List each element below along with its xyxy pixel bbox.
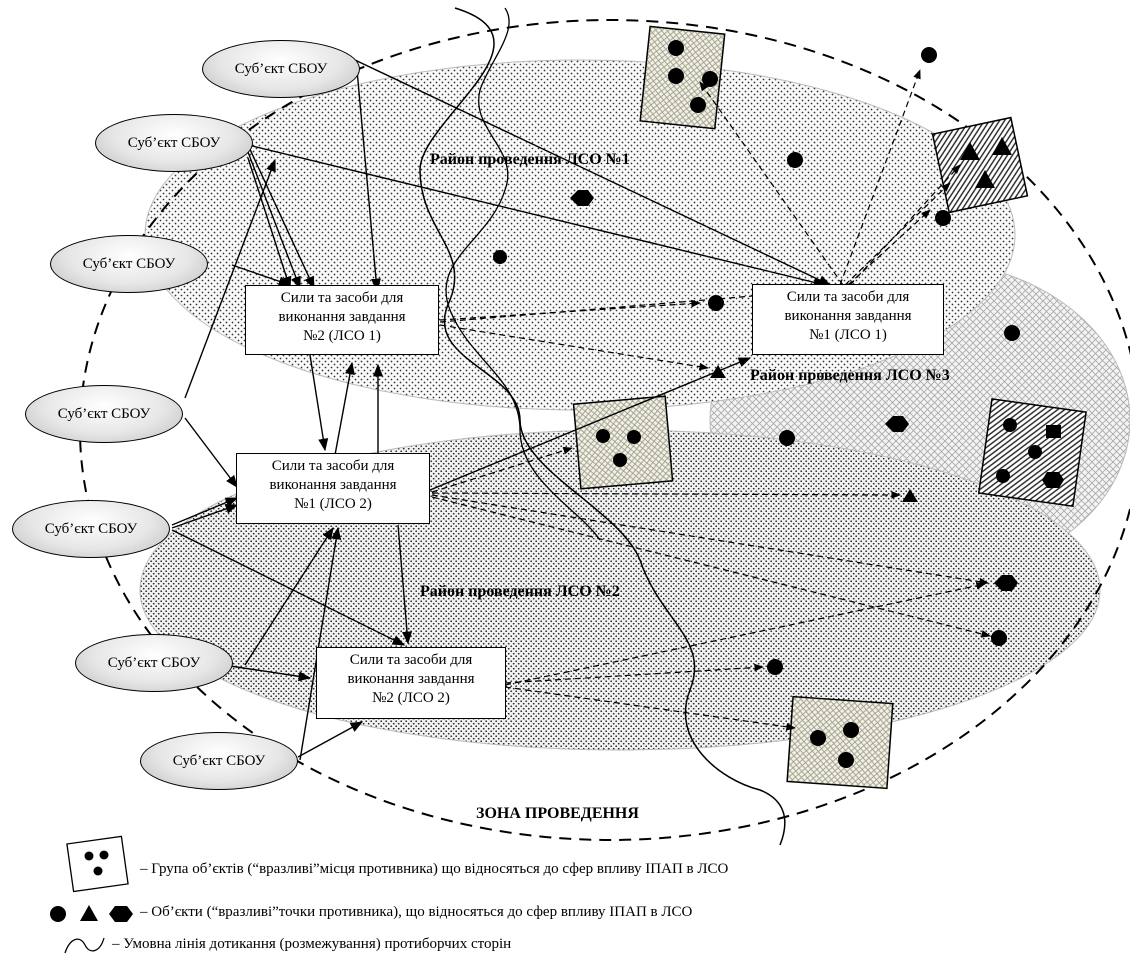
subject-label: Суб’єкт СБОУ — [235, 61, 328, 78]
task-line: виконання завдання — [241, 476, 425, 495]
subject-sbou-5: Суб’єкт СБОУ — [12, 500, 170, 558]
task-line: виконання завдання — [321, 670, 501, 689]
task-line: №1 (ЛСО 2) — [241, 495, 425, 514]
zone-label: ЗОНА ПРОВЕДЕННЯ — [476, 805, 639, 823]
subject-label: Суб’єкт СБОУ — [108, 655, 201, 672]
subject-label: Суб’єкт СБОУ — [173, 753, 266, 770]
task-box-1-lso1: Сили та засоби для виконання завдання №1… — [752, 284, 944, 355]
task-line: №2 (ЛСО 2) — [321, 689, 501, 708]
subject-label: Суб’єкт СБОУ — [83, 256, 176, 273]
subject-sbou-4: Суб’єкт СБОУ — [25, 385, 183, 443]
subject-sbou-6: Суб’єкт СБОУ — [75, 634, 233, 692]
task-box-1-lso2: Сили та засоби для виконання завдання №1… — [236, 453, 430, 524]
task-line: Сили та засоби для — [250, 289, 434, 308]
task-line: №2 (ЛСО 1) — [250, 327, 434, 346]
legend-objects-text: – Об’єкти (“вразливі”точки противника), … — [140, 904, 692, 921]
task-line: №1 (ЛСО 1) — [757, 326, 939, 345]
subject-label: Суб’єкт СБОУ — [58, 406, 151, 423]
region-2-label: Район проведення ЛСО №2 — [420, 583, 620, 601]
subject-sbou-1: Суб’єкт СБОУ — [202, 40, 360, 98]
task-line: Сили та засоби для — [757, 288, 939, 307]
object-group-1 — [640, 26, 725, 128]
task-line: Сили та засоби для — [321, 651, 501, 670]
legend-objects-icon — [50, 905, 133, 922]
object-group-5 — [787, 697, 893, 789]
task-line: виконання завдання — [757, 307, 939, 326]
region-3-label: Район проведення ЛСО №3 — [750, 367, 950, 385]
subject-label: Суб’єкт СБОУ — [45, 521, 138, 538]
task-line: виконання завдання — [250, 308, 434, 327]
task-line: Сили та засоби для — [241, 457, 425, 476]
subject-sbou-3: Суб’єкт СБОУ — [50, 235, 208, 293]
object-group-3 — [979, 399, 1086, 506]
legend-line-icon — [65, 938, 104, 953]
legend-line-text: – Умовна лінія дотикання (розмежування) … — [112, 936, 511, 953]
subject-sbou-7: Суб’єкт СБОУ — [140, 732, 298, 790]
region-1-label: Район проведення ЛСО №1 — [430, 151, 630, 169]
subject-sbou-2: Суб’єкт СБОУ — [95, 114, 253, 172]
task-box-2-lso2: Сили та засоби для виконання завдання №2… — [316, 647, 506, 719]
legend-group-icon — [67, 836, 128, 891]
legend-group-text: – Група об’єктів (“вразливі”місця против… — [140, 861, 728, 878]
subject-label: Суб’єкт СБОУ — [128, 135, 221, 152]
object-group-2 — [933, 118, 1028, 213]
task-box-2-lso1: Сили та засоби для виконання завдання №2… — [245, 285, 439, 355]
